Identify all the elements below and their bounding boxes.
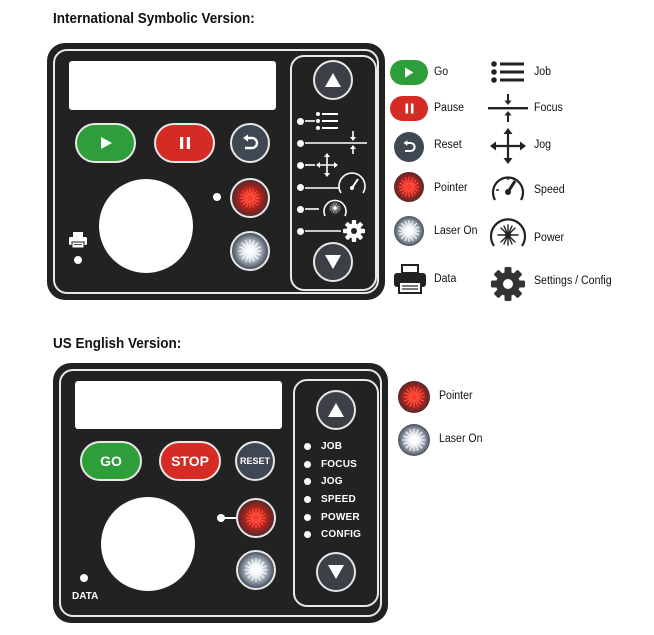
us-stop-button[interactable]: STOP [159,441,221,481]
us-pointer-icon [245,507,267,529]
us-reset-label: RESET [239,456,270,466]
us-reset-button[interactable]: RESET [235,441,275,481]
down-button[interactable] [313,242,353,282]
pause-icon [179,137,190,149]
jog-wheel[interactable] [99,179,193,273]
focus-icon [305,131,367,154]
us-go-button[interactable]: GO [80,441,142,481]
legend-reset-icon [394,132,424,162]
us-data-label: DATA [72,591,99,602]
us-pointer-connector [224,517,236,519]
legend-focus-label: Focus [534,102,563,114]
us-menu-led-speed [304,496,311,503]
us-laser-on-button[interactable] [236,550,276,590]
us-lcd-display [75,381,282,429]
us-menu-config: CONFIG [321,529,362,540]
us-down-button[interactable] [316,552,356,592]
us-jog-wheel[interactable] [101,497,195,591]
down-arrow-icon [325,255,341,269]
laser-on-icon [238,239,262,263]
international-section-title: International Symbolic Version: [53,10,255,27]
us-menu-power: POWER [321,512,360,523]
play-icon [100,137,112,149]
legend-pause-label: Pause [434,102,465,114]
menu-led-speed [297,184,304,191]
legend-laser-on-icon [394,216,424,246]
us-menu-jog: JOG [321,476,343,487]
us-up-button[interactable] [316,390,356,430]
us-menu-led-job [304,443,311,450]
legend-job-icon [491,61,524,83]
us-legend-laser-on-label: Laser On [439,433,483,445]
legend-go-icon [390,60,428,85]
us-laser-on-icon [244,558,268,582]
laser-on-button[interactable] [230,231,270,271]
lcd-display [69,61,276,110]
panel-border [53,49,379,294]
legend-jog-icon [490,128,526,164]
menu-led-power [297,206,304,213]
us-control-panel: GO STOP RESET DATA JOB FOCUS JOG SPEED P… [53,363,388,623]
power-dial-icon [305,199,347,217]
legend-job-label: Job [534,66,552,78]
speed-gauge-icon [305,172,366,194]
us-legend-laser-on-icon [398,424,430,456]
legend-pause-icon [390,96,428,121]
legend-speed-icon [491,176,525,201]
us-menu-led-focus [304,461,311,468]
us-menu-led-power [304,514,311,521]
us-go-label: GO [100,453,122,469]
reset-button[interactable] [230,123,270,163]
us-menu-focus: FOCUS [321,459,357,470]
us-pointer-indicator-led [217,514,225,522]
reset-icon [243,134,259,150]
legend-power-label: Power [534,232,565,244]
us-data-led [80,574,88,582]
menu-led-job [297,118,304,125]
up-arrow-icon [325,73,341,87]
gear-icon [305,220,365,242]
us-section-title: US English Version: [53,335,182,352]
menu-led-config [297,228,304,235]
us-pointer-button[interactable] [236,498,276,538]
job-list-icon [305,112,338,130]
us-menu-led-jog [304,478,311,485]
legend-pointer-label: Pointer [434,182,468,194]
go-button[interactable] [75,123,136,163]
international-control-panel [47,43,385,300]
pointer-indicator-led [213,193,221,201]
jog-arrows-icon [305,153,338,177]
us-legend-pointer-icon [398,381,430,413]
menu-led-focus [297,140,304,147]
legend-focus-icon [488,94,528,122]
menu-column [290,55,377,291]
us-up-arrow-icon [328,403,344,417]
us-legend-pointer-label: Pointer [439,390,473,402]
legend-power-icon [489,218,527,247]
legend-data-label: Data [434,273,457,285]
legend-gear-icon [491,267,525,301]
pause-button[interactable] [154,123,215,163]
legend-go-label: Go [434,66,449,78]
us-stop-label: STOP [171,453,209,469]
pointer-button[interactable] [230,178,270,218]
menu-led-jog [297,162,304,169]
us-menu-speed: SPEED [321,494,356,505]
legend-printer-icon [394,264,426,294]
legend-speed-label: Speed [534,184,565,196]
data-indicator-led [74,256,82,264]
us-down-arrow-icon [328,565,344,579]
legend-reset-label: Reset [434,139,462,151]
printer-icon [69,232,87,249]
us-menu-column [293,379,379,607]
legend-settings-label: Settings / Config [534,275,612,287]
legend-pointer-icon [394,172,424,202]
legend-laser-on-label: Laser On [434,225,478,237]
up-button[interactable] [313,60,353,100]
us-menu-led-config [304,531,311,538]
legend-jog-label: Jog [534,139,552,151]
pointer-icon [239,187,261,209]
us-panel-border [59,369,382,617]
us-menu-job: JOB [321,441,343,452]
